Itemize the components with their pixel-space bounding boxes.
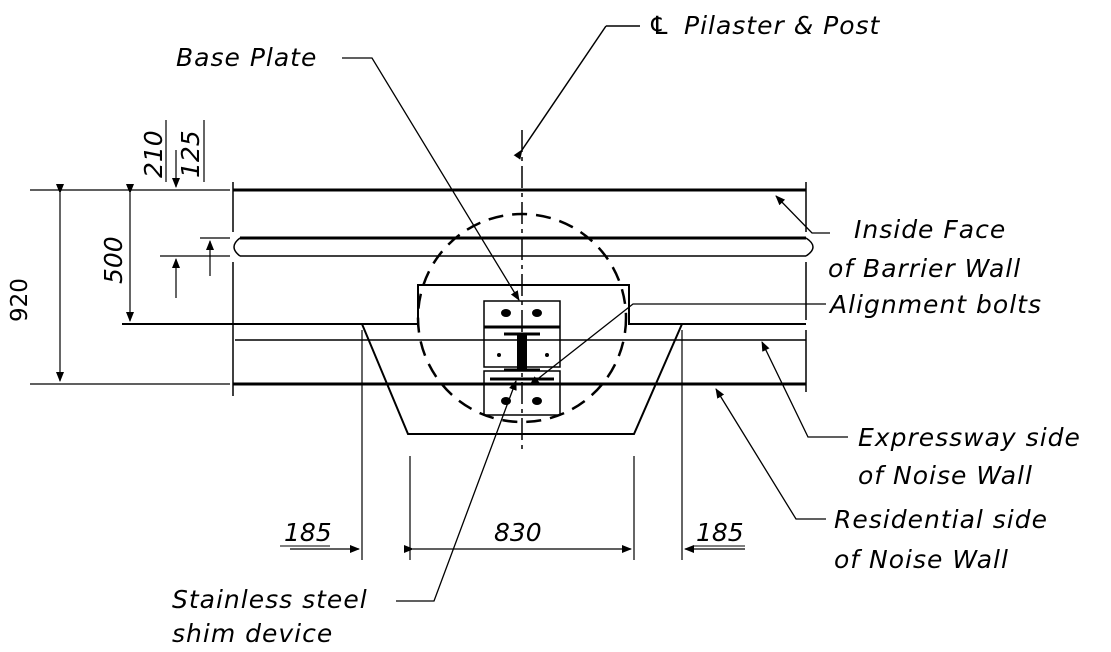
post-web [517,334,527,370]
dim-125: 125 [176,130,205,178]
alignment-bolts-label: Alignment bolts [828,290,1042,319]
inside-face-label-line1: Inside Face [854,215,1006,244]
horizontal-dimensions [280,330,745,560]
dim-185-left: 185 [284,518,332,547]
base-plate-assembly [483,300,561,416]
expressway-label-line2: of Noise Wall [858,461,1033,490]
centerline-label: Pilaster & Post [684,11,881,40]
residential-label-line1: Residential side [834,505,1048,534]
shim-label-line2: shim device [172,619,333,648]
dim-920: 920 [7,278,33,322]
bolt-icon [532,309,542,317]
dim-185-right: 185 [696,518,744,547]
expressway-label-line1: Expressway side [858,423,1081,452]
vertical-dimensions [30,120,230,385]
labels: ℄ Pilaster & Post Base Plate Inside Face… [7,11,1081,648]
bolt-icon [532,397,542,405]
bolt-icon [497,353,501,357]
centerline-symbol: ℄ [648,11,671,40]
dim-210: 210 [139,130,168,178]
base-plate-label: Base Plate [176,43,317,72]
bolt-icon [501,397,511,405]
residential-label-line2: of Noise Wall [834,545,1009,574]
bolt-icon [501,309,511,317]
shim-label-line1: Stainless steel [172,585,368,614]
bolt-icon [545,353,549,357]
wall-lines [232,182,814,396]
leaders [342,57,848,602]
dim-830: 830 [494,518,542,547]
dim-500: 500 [99,236,128,284]
inside-face-label-line2: of Barrier Wall [828,254,1021,283]
pilaster-outline [122,284,806,435]
centerline [513,25,640,450]
